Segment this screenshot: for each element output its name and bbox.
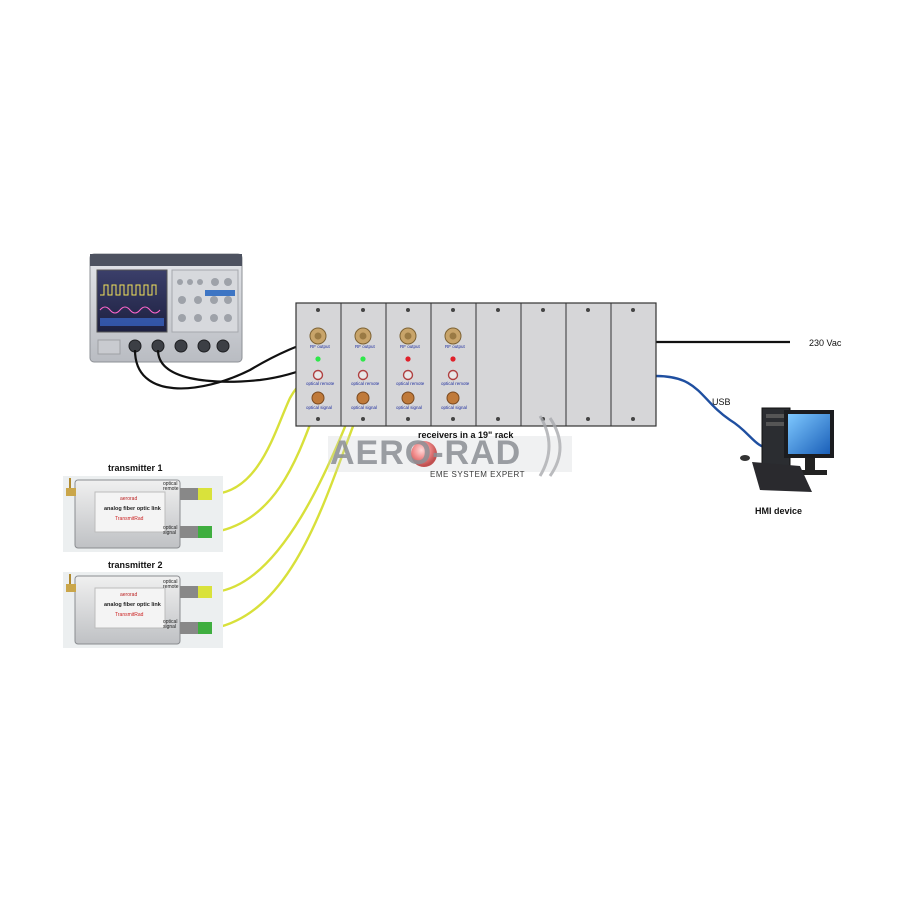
rack-screw bbox=[631, 308, 635, 312]
rack-label: receivers in a 19" rack bbox=[418, 430, 514, 440]
tx2-product: analog fiber optic link bbox=[104, 602, 161, 608]
tx1-product: analog fiber optic link bbox=[104, 506, 161, 512]
transmitter-2-box bbox=[63, 572, 223, 648]
rx3-optical-signal: optical signal bbox=[396, 405, 423, 410]
transmitter-2-label: transmitter 2 bbox=[108, 560, 163, 570]
usb-cable bbox=[655, 374, 771, 450]
optical-remote-port bbox=[447, 369, 459, 381]
hmi-label: HMI device bbox=[755, 506, 803, 516]
rack-screw bbox=[361, 417, 365, 421]
tx2-model: TransmitRad bbox=[115, 612, 144, 618]
rack-screw bbox=[451, 308, 455, 312]
status-led bbox=[450, 356, 456, 362]
transmitter-1-box bbox=[63, 476, 223, 552]
hmi-computer bbox=[740, 407, 834, 492]
watermark-brand: AERO-RAD bbox=[330, 434, 522, 472]
rx4-optical-signal: optical signal bbox=[441, 405, 468, 410]
status-led bbox=[315, 356, 321, 362]
tx2-optical-remote: optical remote bbox=[163, 579, 179, 590]
rx2-optical-remote: optical remote bbox=[351, 381, 380, 386]
rf-output-connector-core bbox=[449, 332, 457, 340]
rack-screw bbox=[586, 417, 590, 421]
rx2-optical-signal: optical signal bbox=[351, 405, 378, 410]
rf-output-connector-core bbox=[404, 332, 412, 340]
rx1-rf-output: RF output bbox=[310, 344, 330, 349]
rx3-optical-remote: optical remote bbox=[396, 381, 425, 386]
optical-signal-port bbox=[401, 391, 415, 405]
aero-rad-logo bbox=[328, 415, 572, 477]
rx3-rf-output: RF output bbox=[400, 344, 420, 349]
optical-signal-port bbox=[446, 391, 460, 405]
optical-signal-port bbox=[311, 391, 325, 405]
rack-screw bbox=[361, 308, 365, 312]
status-led bbox=[405, 356, 411, 362]
rx4-rf-output: RF output bbox=[445, 344, 465, 349]
rf-output-connector-core bbox=[314, 332, 322, 340]
rf-output-connector-core bbox=[359, 332, 367, 340]
rx1-optical-remote: optical remote bbox=[306, 381, 335, 386]
rack-screw bbox=[316, 417, 320, 421]
watermark-tagline: EME SYSTEM EXPERT bbox=[430, 470, 526, 479]
rx2-rf-output: RF output bbox=[355, 344, 375, 349]
status-led bbox=[360, 356, 366, 362]
optical-remote-port bbox=[357, 369, 369, 381]
tx1-optical-remote: optical remote bbox=[163, 481, 179, 492]
rack-screw bbox=[451, 417, 455, 421]
transmitter-1-label: transmitter 1 bbox=[108, 463, 163, 473]
rack-screw bbox=[631, 417, 635, 421]
tx1-optical-signal: optical signal bbox=[163, 525, 178, 536]
optical-remote-port bbox=[312, 369, 324, 381]
rack-screw bbox=[406, 308, 410, 312]
rx1-optical-signal: optical signal bbox=[306, 405, 333, 410]
optical-signal-port bbox=[356, 391, 370, 405]
usb-label: USB bbox=[712, 397, 731, 407]
optical-remote-port bbox=[402, 369, 414, 381]
tx1-model: TransmitRad bbox=[115, 516, 144, 522]
tx1-brand: aerorad bbox=[120, 496, 138, 502]
rack-screw bbox=[586, 308, 590, 312]
rack-screw bbox=[541, 308, 545, 312]
rack-screw bbox=[496, 308, 500, 312]
rack-screw bbox=[496, 417, 500, 421]
rack-screw bbox=[406, 417, 410, 421]
rx4-optical-remote: optical remote bbox=[441, 381, 470, 386]
tx2-brand: aerorad bbox=[120, 592, 138, 598]
rack-screw bbox=[316, 308, 320, 312]
tx2-optical-signal: optical signal bbox=[163, 619, 178, 630]
power-label: 230 Vac bbox=[809, 338, 842, 348]
receiver-rack bbox=[295, 302, 657, 427]
oscilloscope bbox=[89, 253, 243, 363]
